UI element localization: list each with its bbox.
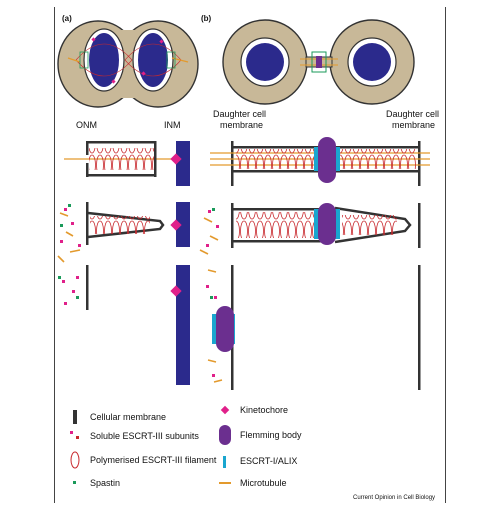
- legend-item-microtubule: Microtubule: [219, 478, 287, 488]
- panel-a-stage3: [86, 265, 190, 385]
- legend-soluble-swatch: [70, 431, 79, 439]
- panel-b-stage2: [231, 203, 421, 248]
- legend-label-flemming-body: Flemming body: [240, 430, 302, 440]
- legend-item-escrt-alix: ESCRT-I/ALIX: [223, 456, 297, 468]
- legend-flemming-swatch: [219, 425, 231, 445]
- figure-frame: [54, 7, 446, 503]
- legend-item-spastin: Spastin: [73, 478, 120, 488]
- footer-credit: Current Opinion in Cell Biology: [353, 495, 435, 501]
- legend-item-cellular-membrane: Cellular membrane: [73, 410, 166, 424]
- daughter-membrane-left-line2: membrane: [220, 120, 263, 130]
- legend-label-cellular-membrane: Cellular membrane: [90, 412, 166, 422]
- legend-item-kinetochore: Kinetochore: [220, 405, 288, 415]
- legend-microtubule-swatch: [219, 482, 231, 484]
- legend-label-polymerised-escrt: Polymerised ESCRT-III filament: [90, 455, 217, 465]
- onm-label: ONM: [76, 120, 97, 130]
- panel-b-label: (b): [201, 14, 212, 23]
- legend-label-escrt-alix: ESCRT-I/ALIX: [240, 456, 297, 466]
- legend-label-kinetochore: Kinetochore: [240, 405, 288, 415]
- panel-b-stage1: [210, 137, 430, 186]
- daughter-membrane-left-line1: Daughter cell: [213, 109, 266, 119]
- legend-label-spastin: Spastin: [90, 478, 120, 488]
- panel-a-stage2: [86, 202, 190, 247]
- legend-item-polymerised-escrt: Polymerised ESCRT-III filament: [70, 451, 217, 469]
- legend-membrane-swatch: [73, 410, 77, 424]
- scattered-molecules: [57, 204, 223, 383]
- legend-item-flemming-body: Flemming body: [219, 425, 302, 445]
- inm-label: INM: [164, 120, 181, 130]
- legend: Cellular membrane Soluble ESCRT-III subu…: [70, 405, 302, 488]
- legend-escrt-alix-swatch: [223, 456, 226, 468]
- daughter-membrane-right-line1: Daughter cell: [386, 109, 439, 119]
- legend-label-soluble-escrt: Soluble ESCRT-III subunits: [90, 431, 199, 441]
- legend-label-microtubule: Microtubule: [240, 478, 287, 488]
- daughter-membrane-right-line2: membrane: [392, 120, 435, 130]
- panel-a-label: (a): [62, 14, 72, 23]
- legend-spastin-swatch: [73, 481, 76, 484]
- legend-kinetochore-swatch: [220, 405, 230, 415]
- panel-a-stage1: [64, 141, 190, 186]
- legend-filament-swatch: [70, 451, 80, 469]
- panel-a-dividing-cell: [57, 20, 199, 108]
- legend-item-soluble-escrt: Soluble ESCRT-III subunits: [70, 431, 199, 441]
- panel-b-abscission-cells: [222, 19, 415, 105]
- panel-b-stage3: [212, 265, 421, 390]
